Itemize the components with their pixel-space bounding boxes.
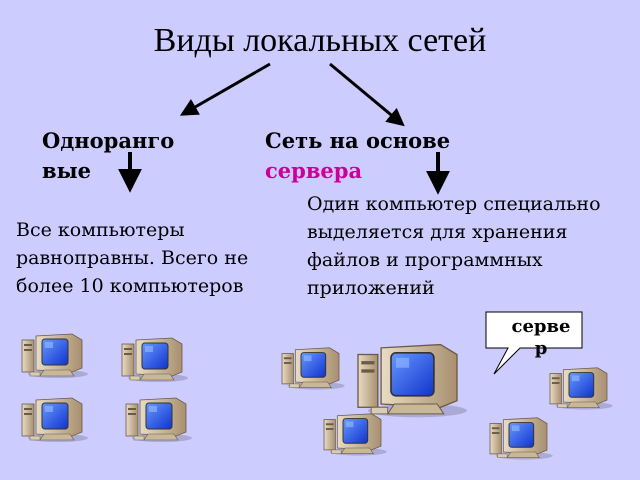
page-title: Виды локальных сетей bbox=[153, 22, 487, 59]
server-callout-line2: р bbox=[534, 338, 548, 359]
peer-to-peer-label: Одноранго вые bbox=[42, 126, 242, 186]
server-callout-text: серве р bbox=[496, 316, 586, 360]
peer-to-peer-label-line1: Одноранго bbox=[42, 128, 175, 153]
server-computer-icon bbox=[357, 343, 468, 419]
desktop-computer-icon bbox=[281, 347, 346, 391]
server-callout-bubble bbox=[485, 311, 583, 375]
server-network-label: Сеть на основе сервера bbox=[265, 126, 525, 186]
desktop-computer-icon bbox=[21, 397, 89, 443]
server-callout-line1: серве bbox=[511, 316, 571, 337]
desktop-computer-icon bbox=[549, 367, 614, 411]
arrow-title-to-server bbox=[329, 62, 405, 127]
server-network-label-accent: сервера bbox=[265, 158, 363, 183]
peer-to-peer-label-line2: вые bbox=[42, 158, 92, 183]
server-network-label-plain: Сеть на основе bbox=[265, 128, 451, 153]
desktop-computer-icon bbox=[125, 397, 193, 443]
server-network-description: Один компьютер специально выделяется для… bbox=[307, 193, 601, 299]
desktop-computer-icon bbox=[121, 337, 189, 383]
arrow-title-to-peer bbox=[179, 62, 271, 116]
desktop-computer-icon bbox=[323, 413, 388, 457]
desktop-computer-icon bbox=[489, 417, 554, 461]
desktop-computer-icon bbox=[21, 333, 89, 379]
peer-to-peer-description: Все компьютеры равноправны. Всего не бол… bbox=[16, 219, 249, 297]
